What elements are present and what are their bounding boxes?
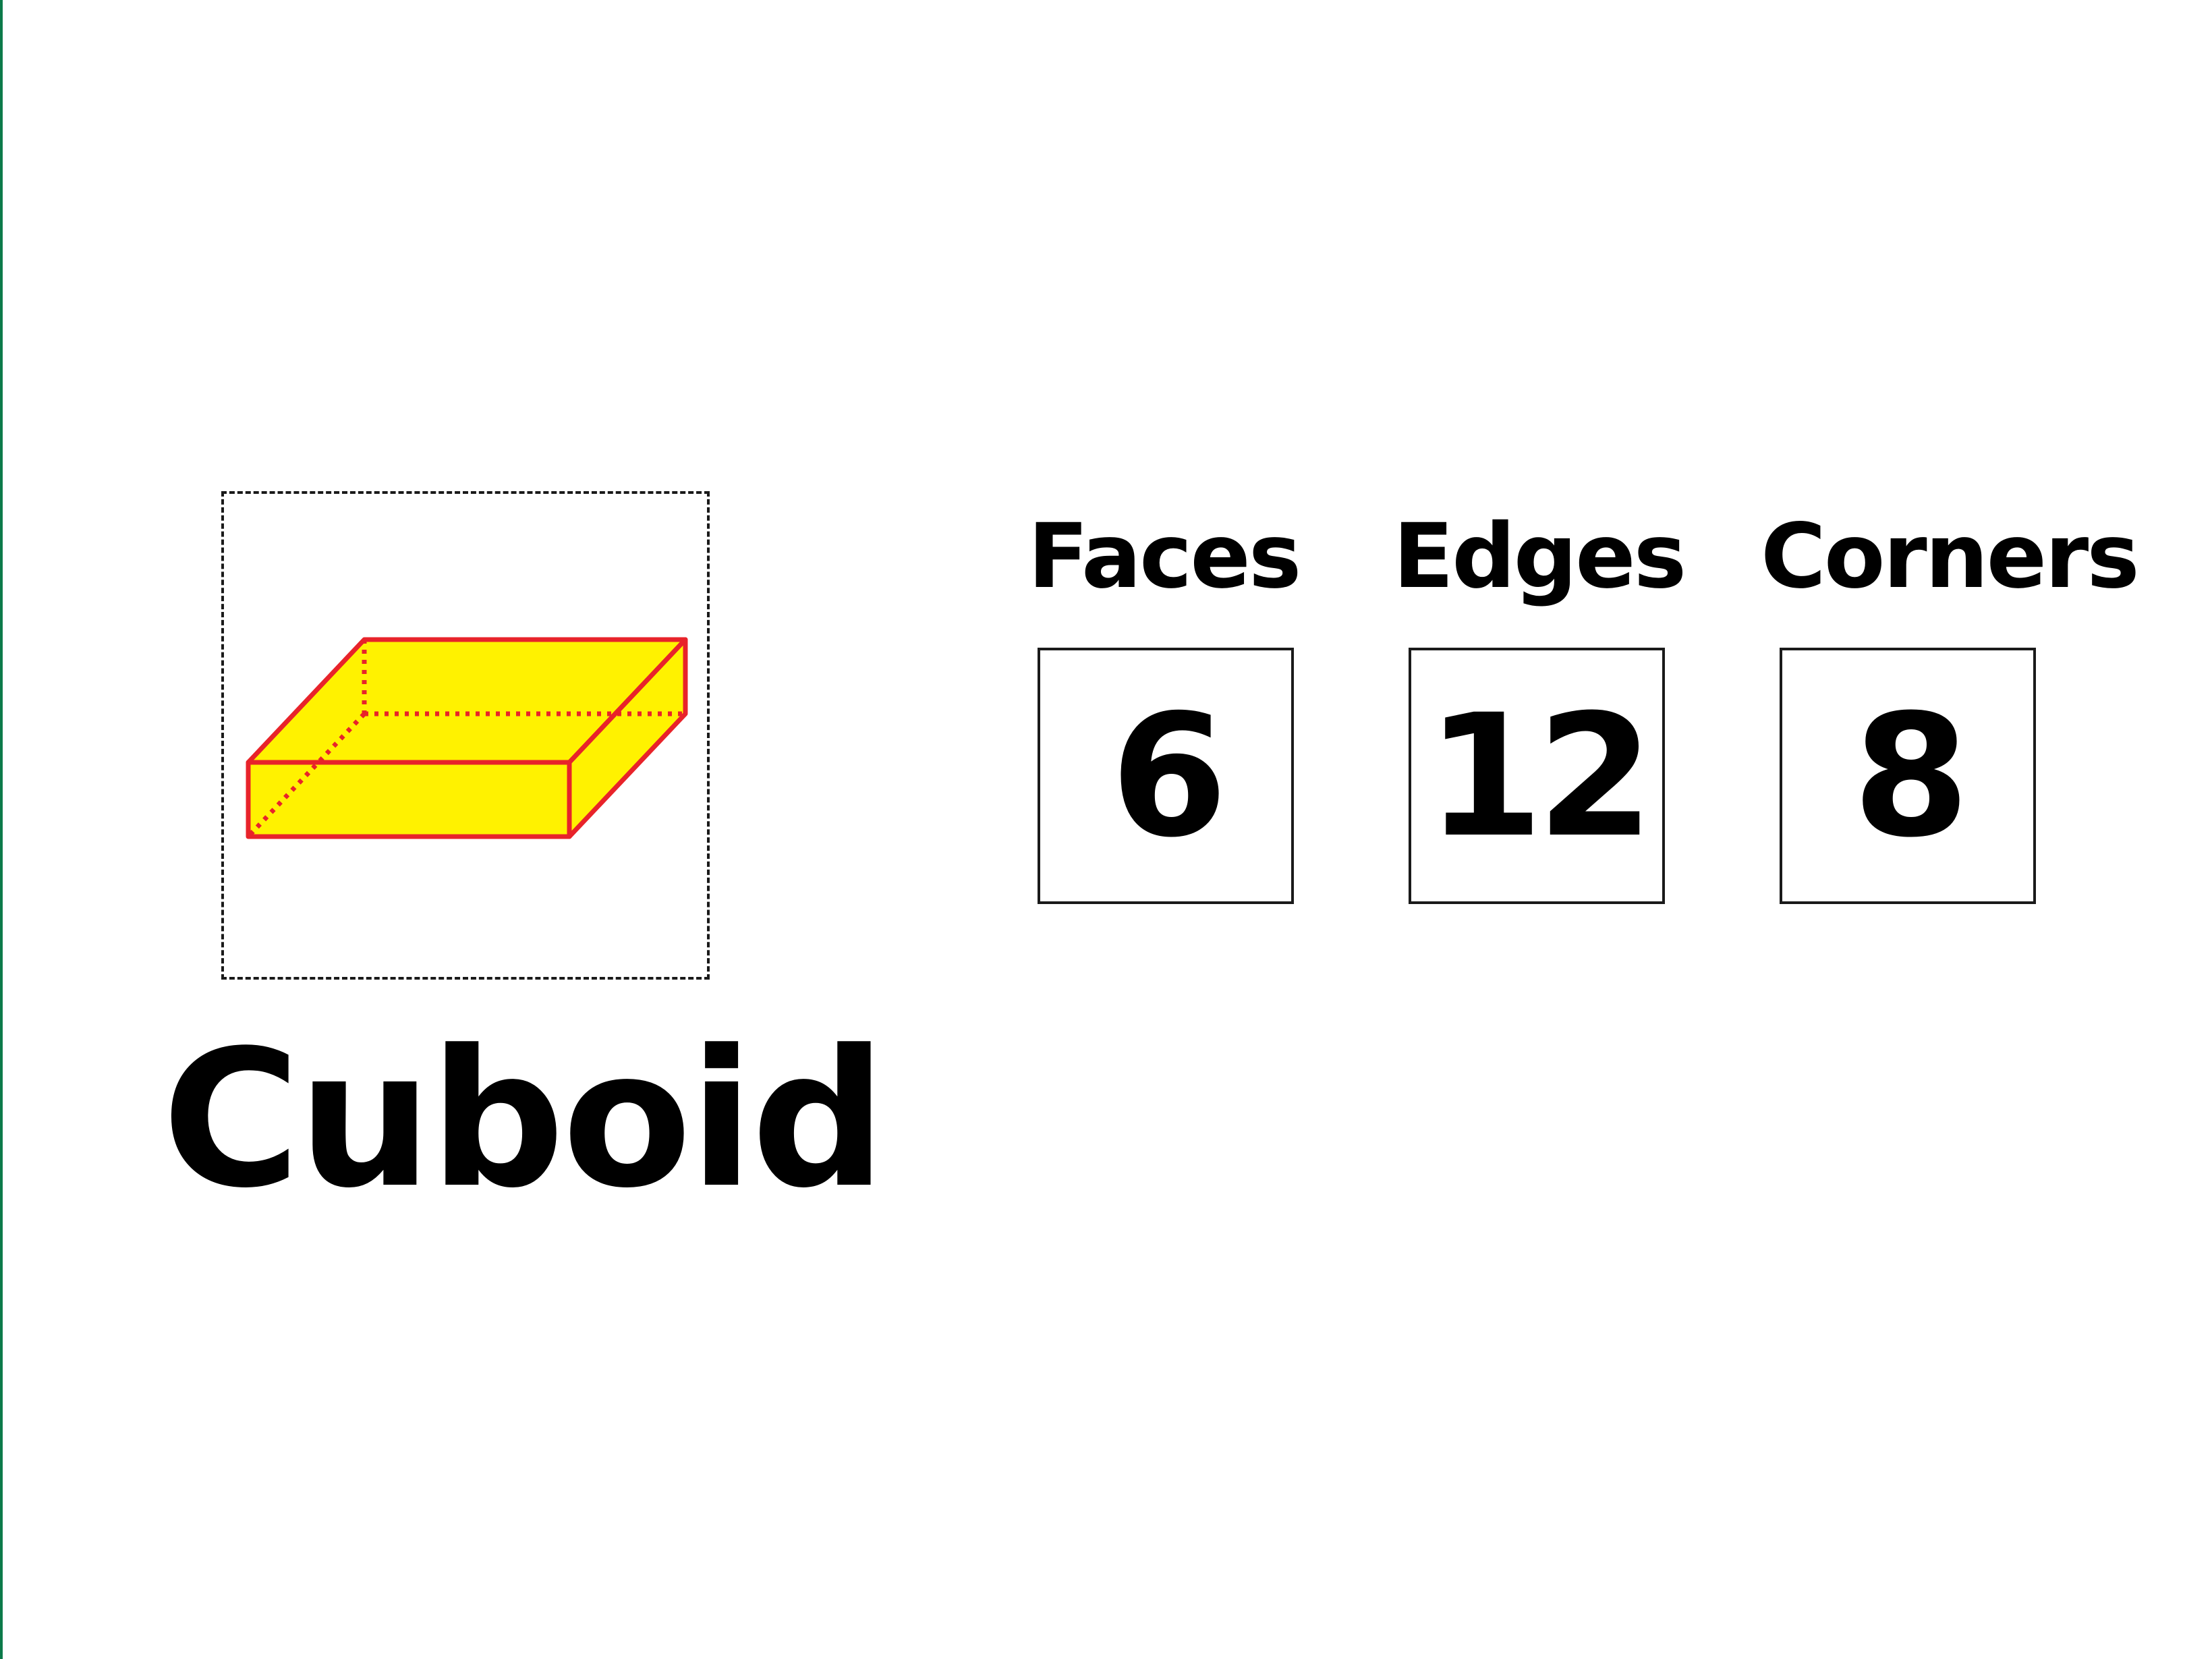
corners-label: Corners: [1761, 505, 2140, 609]
faces-label: Faces: [1027, 505, 1302, 609]
edges-label: Edges: [1393, 505, 1686, 609]
edges-value: 12: [1426, 677, 1654, 874]
corners-value: 8: [1852, 677, 1970, 874]
faces-value-box: 6: [1038, 648, 1294, 904]
cuboid-icon: [246, 637, 688, 839]
corners-value-box: 8: [1780, 648, 2036, 904]
faces-value: 6: [1110, 677, 1228, 874]
page-edge-line: [0, 0, 3, 1659]
shape-image-frame: [221, 491, 710, 980]
edges-value-box: 12: [1409, 648, 1665, 904]
shape-name: Cuboid: [162, 1010, 886, 1230]
